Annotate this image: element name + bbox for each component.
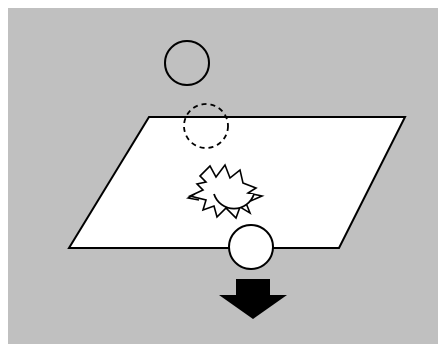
ball-below-plane-icon <box>228 224 274 270</box>
splash-burst-icon <box>185 163 265 220</box>
arrow-down-icon <box>219 279 287 319</box>
ball-entering-dashed-icon <box>183 103 229 149</box>
ball-above-plane-icon <box>164 40 210 86</box>
